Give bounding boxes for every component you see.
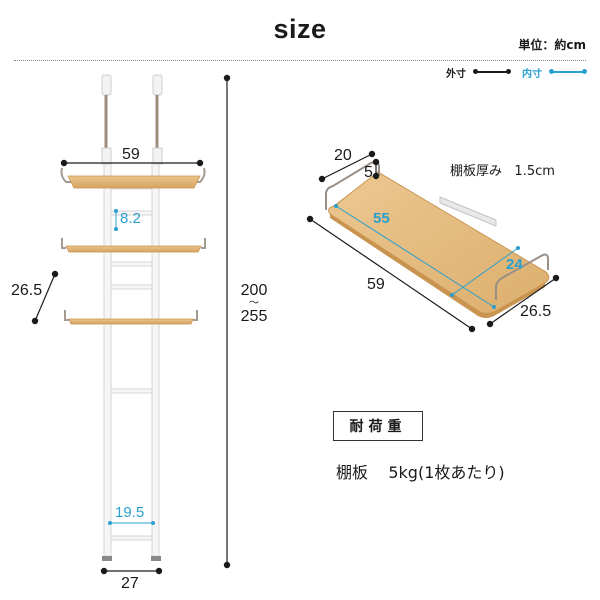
shelf-thickness: 棚板厚み 1.5cm — [450, 160, 555, 179]
top-shelf-width-label: 59 — [122, 146, 140, 163]
shelf-detail-illustration — [325, 161, 550, 318]
inner-depth-label: 24 — [506, 256, 523, 273]
top-hooks — [101, 74, 163, 165]
header-divider — [14, 60, 586, 61]
legend-inner-label: 内寸 — [522, 68, 542, 80]
thickness-value: 1.5cm — [514, 164, 555, 179]
inner-length-label: 55 — [373, 210, 390, 227]
unit-label: 単位：約cm — [518, 38, 586, 52]
thickness-label: 棚板厚み — [450, 164, 503, 179]
height-separator: ～ — [249, 298, 259, 309]
load-item-value: 5kg(1枚あたり) — [388, 463, 505, 482]
height-min: 200 — [240, 282, 268, 299]
legend-inner-line-icon — [549, 69, 587, 74]
outer-depth-label: 26.5 — [520, 303, 552, 320]
legend-outer-line-icon — [473, 69, 511, 74]
page-title: size — [273, 14, 327, 44]
load-capacity-heading: 耐荷重 — [333, 411, 423, 441]
rail-height-label: 5 — [364, 164, 373, 181]
rung-spacing-label: 8.2 — [120, 210, 141, 227]
legend-outer-label: 外寸 — [446, 68, 466, 80]
dimension-legend: 外寸 内寸 — [446, 64, 587, 80]
height-range-label: 200 ～ 255 — [236, 282, 272, 326]
load-capacity-value: 棚板 5kg(1枚あたり) — [336, 459, 505, 483]
inner-frame-width-label: 19.5 — [115, 504, 145, 521]
outer-length-label: 59 — [367, 276, 385, 293]
rail-length-label: 20 — [334, 147, 352, 164]
base-width-label: 27 — [121, 575, 139, 592]
height-max: 255 — [240, 308, 268, 325]
load-item-label: 棚板 — [336, 463, 369, 482]
shelves — [60, 167, 206, 325]
shelf-depth-label: 26.5 — [11, 282, 43, 299]
